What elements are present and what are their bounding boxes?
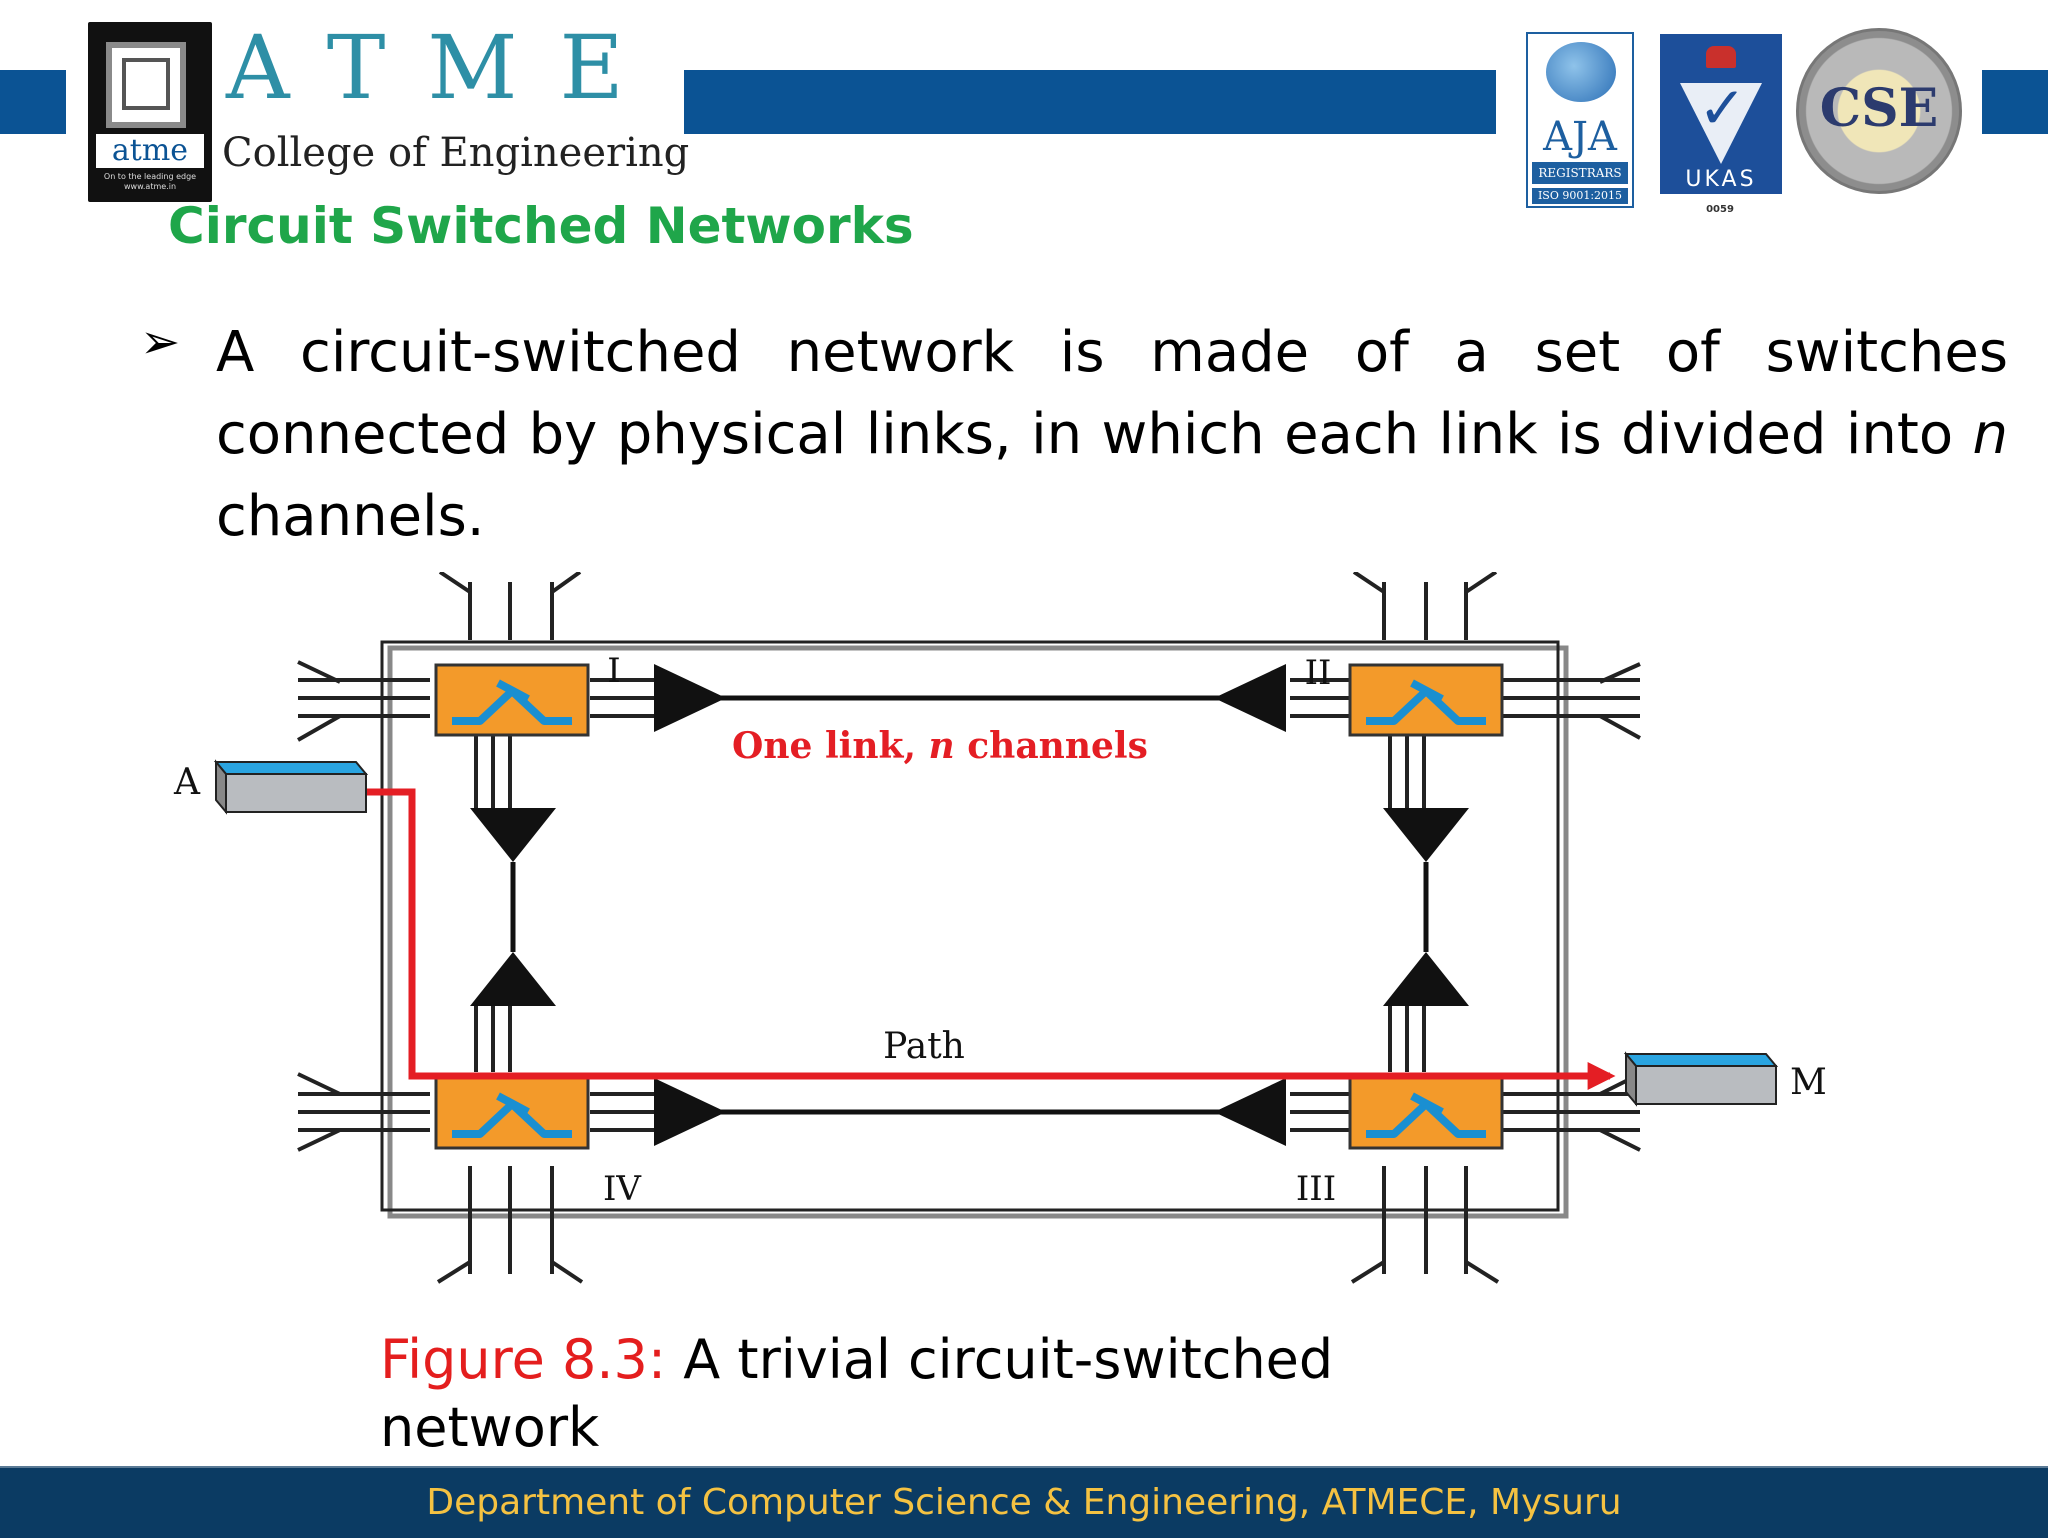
ukas-number: 0059 — [1706, 204, 1734, 215]
logo-tagline: On to the leading edge www.atme.in — [103, 172, 197, 191]
slide-title: Circuit Switched Networks — [168, 197, 914, 255]
switch-IV — [436, 1078, 588, 1148]
brand-subtitle: College of Engineering — [222, 130, 690, 176]
aja-certification-logo: AJA REGISTRARS ISO 9001:2015 — [1526, 32, 1634, 208]
trunk-lines — [474, 678, 1426, 1132]
crown-icon — [1706, 46, 1736, 68]
college-logo: atme On to the leading edge www.atme.in — [88, 22, 212, 202]
bullet-text: A circuit-switched network is made of a … — [216, 312, 2008, 558]
cse-department-seal: CSE — [1796, 28, 1962, 194]
aja-text: AJA — [1543, 114, 1617, 160]
figure-caption: Figure 8.3: A trivial circuit-switched n… — [380, 1326, 1380, 1462]
aja-band-text: REGISTRARS — [1532, 162, 1628, 184]
footer-bar: Department of Computer Science & Enginee… — [0, 1466, 2048, 1538]
cse-text: CSE — [1819, 78, 1939, 139]
bullet-text-italic: n — [1972, 402, 2009, 467]
brand-name: ATME — [226, 16, 666, 119]
bullet-arrow-icon: ➢ — [140, 314, 181, 370]
header-bar-middle — [684, 70, 1496, 134]
station-M — [1623, 1051, 1779, 1107]
switch-III — [1350, 1078, 1502, 1148]
switch-II — [1350, 665, 1502, 735]
checkmark-icon — [1680, 83, 1762, 164]
link-label: One link, n channels — [732, 725, 1148, 767]
station-A — [213, 759, 369, 815]
switch-I — [436, 665, 588, 735]
aja-iso-text: ISO 9001:2015 — [1532, 188, 1628, 204]
header-bar-left — [0, 70, 66, 134]
link-arrowheads — [470, 664, 1469, 1146]
inter-switch-links — [510, 695, 1429, 1115]
figure-number: Figure 8.3: — [380, 1328, 667, 1391]
switch-label-IV: IV — [603, 1169, 642, 1209]
path-line — [366, 788, 1616, 1090]
logo-word: atme — [96, 134, 204, 168]
switch-label-III: III — [1296, 1169, 1336, 1209]
switch-label-II: II — [1305, 653, 1332, 693]
network-boundary — [380, 640, 1560, 1212]
footer-text: Department of Computer Science & Enginee… — [426, 1482, 1622, 1523]
header-bar-right — [1982, 70, 2048, 134]
switch-label-I: I — [607, 651, 620, 691]
logo-emblem — [106, 42, 186, 128]
bullet-text-part1: A circuit-switched network is made of a … — [216, 320, 2008, 467]
bullet-text-part2: channels. — [216, 484, 485, 549]
network-boundary-shadow — [387, 645, 1569, 1219]
external-links — [297, 572, 1641, 1284]
path-label: Path — [883, 1026, 965, 1067]
ukas-certification-logo: UKAS — [1660, 34, 1782, 194]
station-label-M: M — [1790, 1062, 1827, 1103]
station-label-A: A — [173, 762, 201, 803]
ukas-text: UKAS — [1685, 167, 1757, 192]
globe-icon — [1546, 42, 1616, 102]
circuit-switched-network-diagram: I II III IV A M One link, n channels Pat… — [173, 572, 1827, 1284]
figure-caption-text: A trivial circuit-switched network — [380, 1328, 1334, 1459]
